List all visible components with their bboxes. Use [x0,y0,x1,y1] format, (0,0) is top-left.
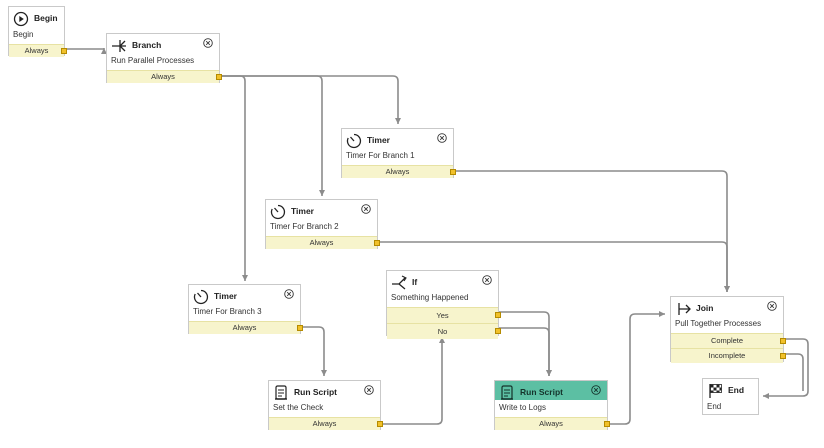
run-script-node-1[interactable]: Run Script Set the Check Always [268,380,383,430]
node-title: Timer [291,206,314,216]
output-no: No [387,324,501,339]
output-incomplete: Incomplete [671,349,786,363]
node-title: Join [696,303,714,313]
output-always: Always [342,165,456,178]
node-subtitle: Timer For Branch 3 [193,307,262,316]
wire-timer3-script1 [300,326,327,376]
timer-icon [270,204,286,220]
timer-node-2[interactable]: Timer Timer For Branch 2 Always [265,199,380,249]
wire-branch-timer2 [221,75,325,196]
decision-branch-icon [392,275,407,290]
node-title: Run Script [294,387,337,397]
close-icon[interactable] [284,289,294,299]
join-node[interactable]: Join Pull Together Processes Complete In… [670,296,786,363]
wire-ifyes-script2 [499,311,552,376]
output-port[interactable] [780,338,786,344]
output-port[interactable] [377,421,383,427]
node-subtitle: Run Parallel Processes [111,56,195,65]
checkered-flag-icon [709,384,722,398]
output-port[interactable] [297,325,303,331]
run-script-node-2[interactable]: Run Script Write to Logs Always [494,380,610,430]
wire-ifno-script2 [499,327,552,376]
close-icon[interactable] [591,385,601,395]
node-subtitle: Set the Check [273,403,324,412]
wire-script2-join [608,311,665,425]
output-always: Always [107,70,222,83]
wire-complete-end [763,338,809,399]
output-port[interactable] [216,74,222,80]
output-port[interactable] [61,48,67,54]
wire-branch-timer1 [221,75,401,124]
close-icon[interactable] [437,133,447,143]
wire-incomplete-end [784,353,804,391]
output-always: Always [269,417,383,430]
timer-icon [193,289,209,305]
output-always: Always [189,321,303,334]
node-title: If [412,277,418,287]
node-title: Branch [132,40,162,50]
output-yes: Yes [387,307,501,324]
output-port[interactable] [495,312,501,318]
close-icon[interactable] [482,275,492,285]
close-icon[interactable] [767,301,777,311]
wire-timer1-join [455,170,730,292]
wire-timer2-join [378,241,730,292]
end-node[interactable]: End End [702,378,759,415]
node-title: Timer [214,291,237,301]
output-port[interactable] [374,240,380,246]
output-port[interactable] [604,421,610,427]
script-scroll-icon [501,385,513,400]
if-node[interactable]: If Something Happened Yes No [386,270,501,339]
timer-node-1[interactable]: Timer Timer For Branch 1 Always [341,128,456,178]
branch-node[interactable]: Branch Run Parallel Processes Always [106,33,222,83]
node-subtitle: Pull Together Processes [675,319,762,328]
begin-node[interactable]: Begin Begin Always [8,6,67,57]
node-title: Timer [367,135,390,145]
wire-branch-timer3 [221,75,248,281]
node-title: Begin [34,13,58,23]
close-icon[interactable] [361,204,371,214]
script-scroll-icon [275,385,287,400]
node-subtitle: Something Happened [391,293,469,302]
close-icon[interactable] [364,385,374,395]
wire-begin-branch [66,48,107,54]
output-port[interactable] [495,328,501,334]
play-circle-icon [13,11,29,27]
output-always: Always [495,417,610,430]
wire-script1-if [381,337,445,425]
node-subtitle: Timer For Branch 2 [270,222,339,231]
timer-node-3[interactable]: Timer Timer For Branch 3 Always [188,284,303,334]
close-icon[interactable] [203,38,213,48]
output-port[interactable] [780,353,786,359]
node-subtitle: Write to Logs [499,403,546,412]
output-always: Always [266,236,380,249]
output-port[interactable] [450,169,456,175]
timer-icon [346,133,362,149]
node-subtitle: Timer For Branch 1 [346,151,415,160]
output-complete: Complete [671,333,786,349]
node-subtitle: End [707,402,722,411]
node-title: End [728,385,745,395]
branch-icon [112,40,126,52]
join-icon [678,303,691,315]
node-title: Run Script [520,387,563,397]
node-subtitle: Begin [13,30,34,39]
output-always: Always [9,44,67,57]
